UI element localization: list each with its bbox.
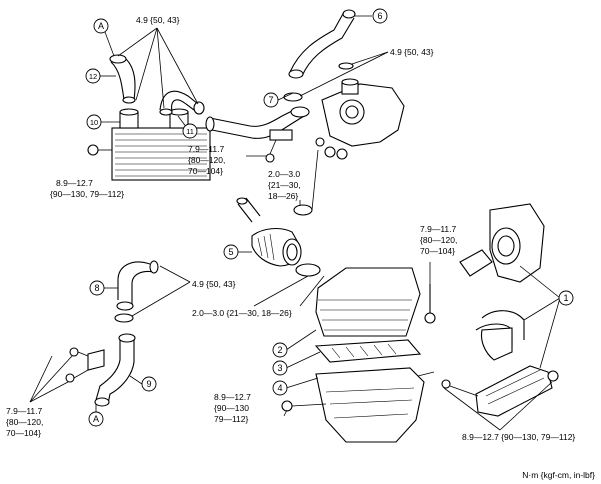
torque-clamp-small-3: 18—26}: [268, 191, 298, 201]
torque-clamp-small-1: 2.0—3.0: [268, 169, 300, 179]
torque-mid-left: 4.9 {50, 43}: [192, 279, 236, 289]
callout-9: 9: [141, 376, 157, 392]
torque-bottom-right: 8.9—12.7 {90—130, 79—112}: [462, 432, 575, 442]
air-duct: [475, 310, 525, 361]
intercooler-hose-7: [205, 106, 310, 163]
torque-clamp-center-3: 70—104}: [188, 166, 223, 176]
callout-1: 1: [558, 290, 574, 306]
torque-right-bolt-3: 70—104}: [420, 246, 455, 256]
torque-right-bolt-2: {80—120,: [420, 235, 457, 245]
throttle-body: [315, 78, 405, 160]
torque-intercooler-2: {90—130, 79—112}: [50, 189, 124, 199]
torque-intercooler-1: 8.9—12.7: [56, 178, 93, 188]
callout-6: 6: [372, 8, 388, 24]
callout-12-label: 12: [89, 72, 97, 81]
connector-a-top-label: A: [98, 21, 104, 31]
air-cleaner-case: [281, 367, 435, 443]
air-hose-8: [116, 260, 159, 311]
small-pipe: [236, 197, 261, 223]
intercooler-hose-11: [159, 90, 205, 116]
callout-11-label: 11: [186, 127, 194, 136]
air-hose-6: [288, 9, 356, 79]
callout-7: 7: [263, 92, 279, 108]
air-hose-5: [251, 227, 302, 267]
units-note: N·m {kgf-cm, in-lbf}: [522, 470, 595, 480]
callout-1-label: 1: [563, 293, 568, 303]
callout-4: 4: [272, 380, 288, 396]
hose-clamp: [295, 263, 321, 277]
air-hose-9: [65, 333, 136, 407]
air-cleaner-bolt: [424, 284, 436, 324]
torque-top-right: 4.9 {50, 43}: [390, 47, 434, 57]
torque-cleaner-bolt-2: {90—130: [214, 403, 249, 413]
callout-10-label: 10: [90, 118, 98, 127]
connector-a-bottom-label: A: [93, 414, 99, 424]
callout-8: 8: [89, 280, 105, 296]
torque-bottom-left-2: {80—120,: [6, 417, 43, 427]
torque-clamp-center-2: {80—120,: [188, 155, 225, 165]
connector-a-top: A: [93, 18, 109, 34]
callout-11: 11: [182, 123, 198, 139]
leader-lines: [29, 15, 561, 431]
torque-cleaner-bolt-3: 79—112}: [214, 414, 249, 424]
air-filter-element: [314, 339, 422, 363]
callout-5: 5: [223, 244, 239, 260]
torque-right-bolt-1: 7.9—11.7: [420, 224, 457, 234]
callout-2-label: 2: [277, 345, 282, 355]
callout-3-label: 3: [277, 363, 282, 373]
resonator-lower: [441, 365, 559, 417]
torque-clamp-center-1: 7.9—11.7: [188, 144, 225, 154]
callout-8-label: 8: [94, 283, 99, 293]
torque-top-left: 4.9 {50, 43}: [136, 15, 180, 25]
callout-10: 10: [86, 114, 102, 130]
callout-4-label: 4: [277, 383, 282, 393]
air-cleaner-cover: [315, 267, 421, 337]
hose-clamp: [114, 313, 134, 323]
resonator-duct: [459, 203, 545, 283]
callout-7-label: 7: [268, 95, 273, 105]
hose-clamp: [293, 204, 313, 216]
intercooler-hose-12: [109, 54, 136, 104]
hose-clamp: [283, 92, 303, 102]
hose-clamp: [338, 62, 354, 70]
callout-9-label: 9: [146, 379, 151, 389]
callout-12: 12: [85, 68, 101, 84]
torque-bottom-left-3: 70—104}: [6, 428, 41, 438]
callout-2: 2: [272, 342, 288, 358]
torque-bottom-left-1: 7.9—11.7: [6, 406, 43, 416]
connector-a-bottom: A: [88, 411, 104, 427]
callout-3: 3: [272, 360, 288, 376]
torque-hose-center: 2.0—3.0 {21—30, 18—26}: [192, 308, 292, 318]
callout-5-label: 5: [228, 247, 233, 257]
torque-clamp-small-2: {21—30,: [268, 180, 301, 190]
callout-6-label: 6: [377, 11, 382, 21]
torque-cleaner-bolt-1: 8.9—12.7: [214, 392, 251, 402]
